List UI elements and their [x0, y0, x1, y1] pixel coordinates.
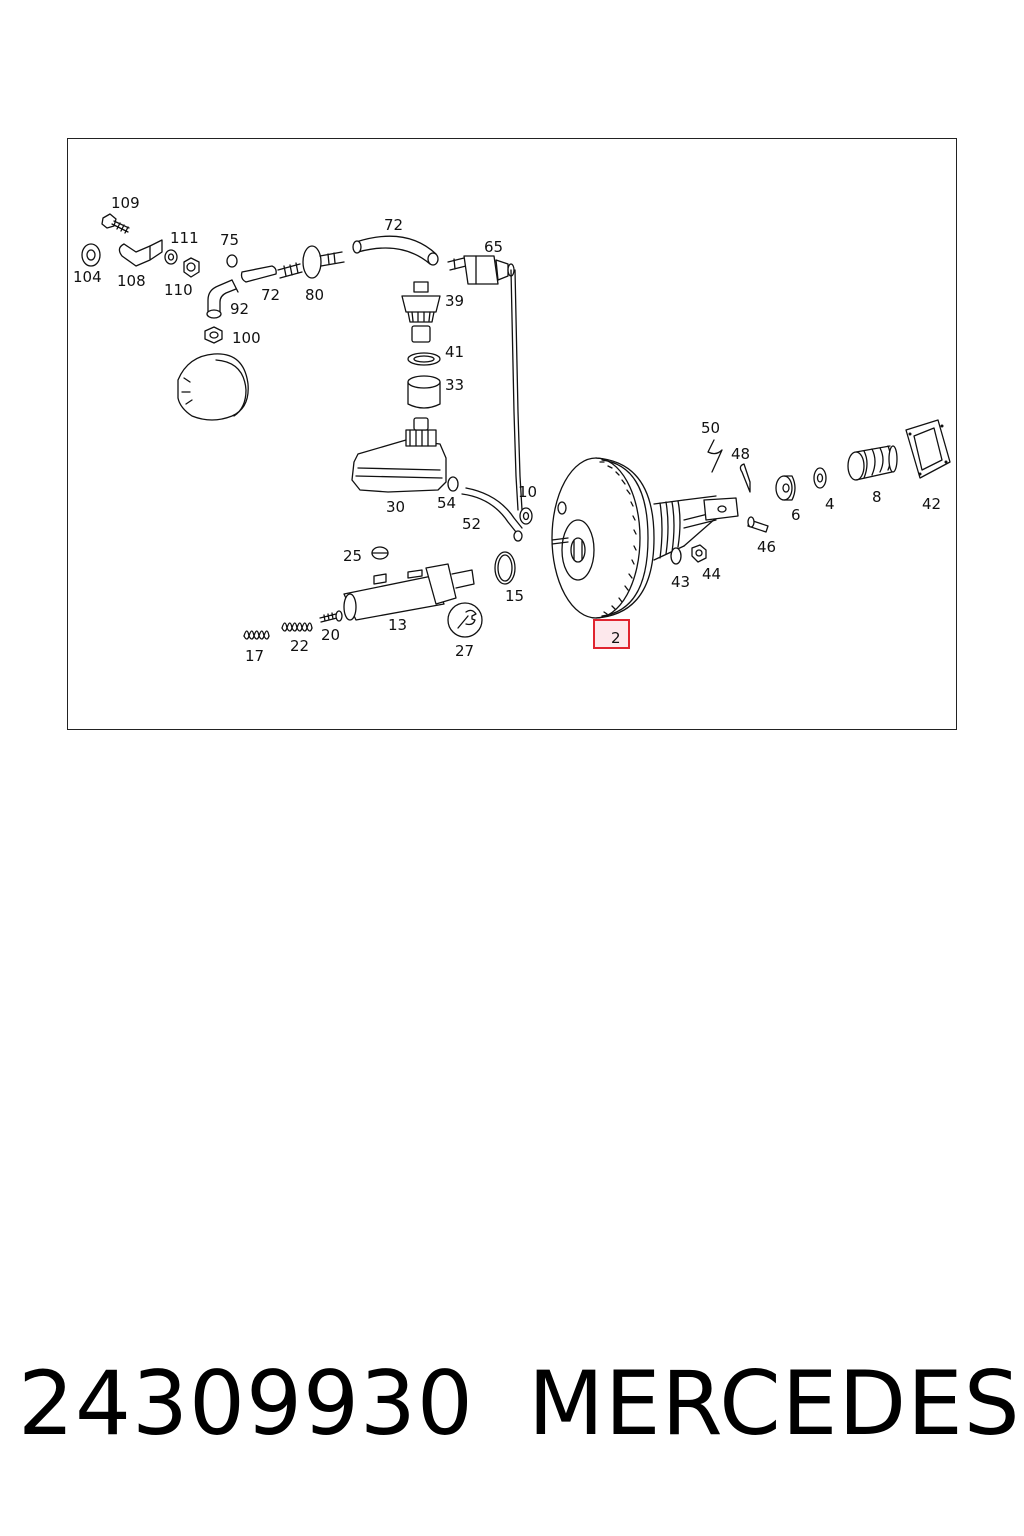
callout-80: 80 — [305, 286, 324, 304]
cap-75 — [226, 254, 238, 268]
callout-43: 43 — [671, 573, 690, 591]
callout-110: 110 — [164, 281, 193, 299]
spring-17 — [243, 630, 270, 640]
pushrod-boot — [653, 495, 739, 561]
pin-46 — [747, 516, 769, 533]
wrench-icon-27 — [447, 602, 483, 638]
callout-50: 50 — [701, 419, 720, 437]
callout-65: 65 — [484, 238, 503, 256]
callout-92: 92 — [230, 300, 249, 318]
callout-104: 104 — [73, 268, 102, 286]
seal-41 — [407, 352, 441, 366]
boot-8 — [847, 445, 898, 481]
nut-111 — [164, 249, 178, 265]
check-valve-80 — [277, 245, 345, 279]
brand-name: MERCEDES — [528, 1352, 1021, 1455]
callout-54: 54 — [437, 494, 456, 512]
callout-20: 20 — [321, 626, 340, 644]
callout-15: 15 — [505, 587, 524, 605]
brake-booster-2 — [551, 457, 655, 619]
callout-17: 17 — [245, 647, 264, 665]
nut-43 — [670, 547, 682, 565]
washer-104 — [81, 243, 101, 267]
nut-110 — [183, 257, 200, 278]
nut-44 — [691, 544, 707, 563]
callout-2: 2 — [611, 629, 621, 647]
callout-44: 44 — [702, 565, 721, 583]
callout-109: 109 — [111, 194, 140, 212]
sleeve-33 — [407, 375, 441, 409]
bushing-6 — [775, 475, 796, 501]
diagram-frame — [67, 138, 957, 730]
hose-72-long — [352, 235, 439, 266]
callout-72-short: 72 — [261, 286, 280, 304]
callout-41: 41 — [445, 343, 464, 361]
highlighted-part-box — [593, 619, 630, 649]
callout-108: 108 — [117, 272, 146, 290]
spring-22 — [281, 622, 313, 632]
bracket-108 — [118, 239, 163, 267]
callout-33: 33 — [445, 376, 464, 394]
elbow-92 — [206, 279, 239, 319]
clip-54 — [447, 476, 459, 492]
reservoir-30 — [351, 417, 447, 493]
callout-13: 13 — [388, 616, 407, 634]
callout-22: 22 — [290, 637, 309, 655]
bolt-109 — [101, 213, 130, 234]
hose-52 — [461, 487, 523, 542]
callout-39: 39 — [445, 292, 464, 310]
gasket-42 — [905, 419, 951, 479]
housing-100 — [177, 326, 249, 421]
callout-72-long: 72 — [384, 216, 403, 234]
o-ring-15 — [494, 551, 516, 585]
cylinder-41-top — [411, 325, 431, 343]
callout-27: 27 — [455, 642, 474, 660]
reservoir-cap-39 — [401, 281, 441, 323]
stop-screw-20 — [319, 610, 343, 623]
part-number: 24309930 — [18, 1352, 474, 1455]
callout-46: 46 — [757, 538, 776, 556]
callout-100: 100 — [232, 329, 261, 347]
clip-50 — [707, 439, 723, 473]
callout-10: 10 — [518, 483, 537, 501]
product-footer: 24309930 MERCEDES — [18, 1352, 1020, 1472]
vacuum-line — [510, 269, 523, 511]
callout-48: 48 — [731, 445, 750, 463]
hose-72-short — [240, 265, 277, 283]
parts-diagram: 109 104 108 111 110 75 92 72 72 80 65 39… — [73, 194, 951, 665]
pin-48 — [739, 463, 751, 493]
callout-4: 4 — [825, 495, 835, 513]
callout-6: 6 — [791, 506, 801, 524]
fitting-65 — [447, 255, 515, 285]
callout-25: 25 — [343, 547, 362, 565]
master-cylinder-13 — [343, 563, 475, 621]
washer-4 — [813, 467, 827, 489]
callout-42: 42 — [922, 495, 941, 513]
grommet-10 — [519, 507, 533, 525]
callout-111: 111 — [170, 229, 199, 247]
callout-8: 8 — [872, 488, 882, 506]
callout-52: 52 — [462, 515, 481, 533]
callout-75: 75 — [220, 231, 239, 249]
callout-30: 30 — [386, 498, 405, 516]
plug-25 — [371, 546, 389, 560]
